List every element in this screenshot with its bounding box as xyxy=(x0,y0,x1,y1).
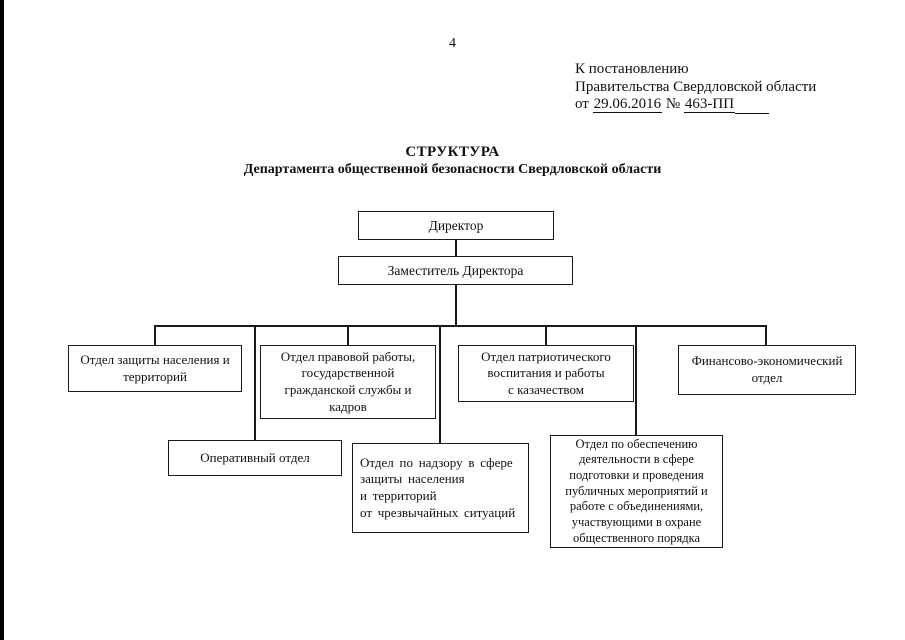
org-node-patriotic-dept: Отдел патриотического воспитания и работ… xyxy=(458,345,634,402)
reference-date-prefix: от xyxy=(575,96,589,112)
connector-public-events xyxy=(635,325,637,435)
connector-deputy-trunk xyxy=(455,284,457,325)
reference-note: К постановлению Правительства Свердловск… xyxy=(575,61,816,114)
org-node-supervision-dept: Отдел по надзору в сфере защиты населени… xyxy=(352,443,529,533)
org-node-deputy-director: Заместитель Директора xyxy=(338,256,573,285)
reference-number-sign: № xyxy=(665,96,681,112)
document-title: СТРУКТУРА xyxy=(405,144,500,160)
reference-line-1: К постановлению xyxy=(575,61,689,77)
blank-underline xyxy=(735,99,770,114)
connector-finance xyxy=(765,325,767,345)
reference-doc-number: 463-ПП xyxy=(683,96,736,113)
connector-legal xyxy=(347,325,349,345)
reference-line-3: от 29.06.2016 № 463-ПП xyxy=(575,96,816,114)
page-number: 4 xyxy=(449,36,456,51)
scan-edge xyxy=(0,0,4,640)
connector-director-deputy xyxy=(455,239,457,256)
connector-patriotic xyxy=(545,325,547,345)
connector-operational xyxy=(254,325,256,440)
org-node-protection-dept: Отдел защиты населения и территорий xyxy=(68,345,242,392)
reference-line-2: Правительства Свердловской области xyxy=(575,78,817,95)
reference-date: 29.06.2016 xyxy=(592,96,663,113)
org-node-public-events-dept: Отдел по обеспечению деятельности в сфер… xyxy=(550,435,723,548)
org-node-legal-dept: Отдел правовой работы, государственной г… xyxy=(260,345,436,419)
org-node-director: Директор xyxy=(358,211,554,240)
org-node-finance-dept: Финансово-экономический отдел xyxy=(678,345,856,395)
connector-trunk xyxy=(154,325,767,327)
connector-supervision xyxy=(439,325,441,443)
connector-protection xyxy=(154,325,156,345)
document-subtitle: Департамента общественной безопасности С… xyxy=(243,162,662,177)
org-node-operational-dept: Оперативный отдел xyxy=(168,440,342,476)
